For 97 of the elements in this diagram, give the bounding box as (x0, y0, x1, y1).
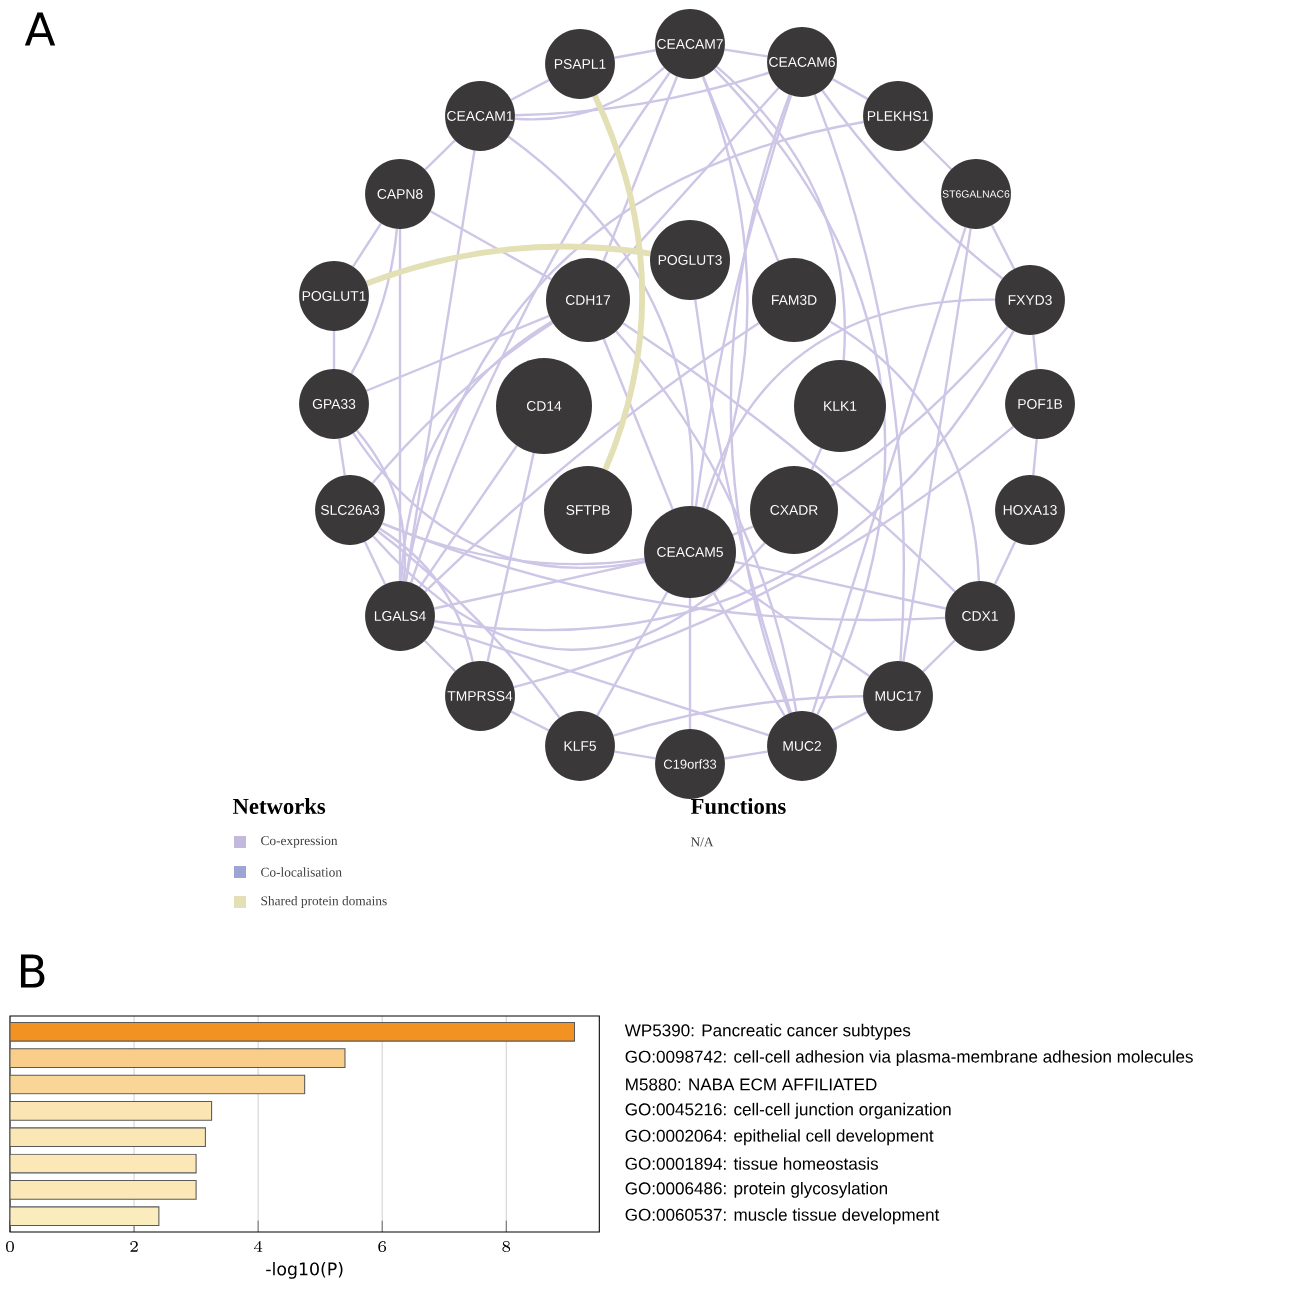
network-edge (352, 222, 382, 268)
legend-heading: Functions (690, 798, 786, 815)
network-edge (355, 429, 407, 582)
network-edge (381, 522, 645, 566)
bar (10, 1100, 213, 1121)
y-tick-label: GO:0045216: cell-cell junction organization (625, 1102, 951, 1119)
x-tick-label: 0 (6, 1241, 14, 1253)
network-edge (404, 120, 864, 582)
network-edge (832, 711, 868, 731)
network-edge (602, 76, 679, 262)
network-edge (622, 322, 956, 593)
network-edge (352, 432, 646, 569)
network-edge (372, 535, 766, 651)
network-edge (514, 71, 770, 117)
legend-heading: Networks (232, 798, 326, 814)
network-edge (1032, 334, 1038, 370)
network-edge (433, 560, 646, 610)
network-edge (614, 49, 656, 59)
x-tick-label: 6 (378, 1241, 387, 1253)
network-edge (332, 331, 336, 369)
network-edge (592, 94, 645, 471)
network-edge (702, 75, 780, 262)
network-edge (734, 560, 947, 610)
network-edge (513, 425, 1015, 689)
network-edge (379, 527, 474, 663)
network-edge (614, 750, 656, 760)
y-tick-label: GO:0060537: muscle tissue development (625, 1208, 940, 1225)
network-edge (830, 326, 1009, 487)
network-edge (615, 87, 780, 270)
network-edge (701, 76, 749, 510)
network-edge (510, 79, 550, 101)
network-edge (507, 135, 694, 507)
network-edge (1032, 438, 1038, 476)
network-edge (409, 71, 671, 584)
network-edge (810, 447, 823, 471)
network-edge (381, 522, 946, 621)
network-edge (377, 530, 561, 719)
network-edge (602, 338, 674, 510)
x-tick-label: 4 (254, 1240, 263, 1252)
network-edge (711, 591, 786, 717)
network-edge (921, 139, 953, 171)
network-edge (400, 320, 553, 582)
network-edge (371, 321, 554, 484)
network-edge (486, 452, 535, 663)
network-edge (990, 224, 1016, 270)
bar-chart: 0 2 4 6 8 WP5390: Pancreatic cancer subtypes GO:0098742: cell-cell adhesion via plasma-membrane adhesion molecules M5880: NABA ECM AFFILIATED GO:0045216: cell-cell junction organization GO:0002064: epithelial cell development GO:0001894: tissue homeostasis GO:0006486: protein glycosylation GO:0060537: muscle tissue development -log10(P) (6, 1015, 1193, 1279)
network-edge (613, 695, 864, 737)
network-edge (724, 750, 768, 760)
network-edge (418, 444, 518, 588)
network-edge (510, 710, 550, 732)
network-edge (902, 228, 972, 662)
network-edge (429, 210, 552, 281)
network-edge (727, 577, 870, 678)
network-edge (398, 229, 402, 581)
network-edge (424, 322, 760, 593)
x-tick-label: 2 (130, 1241, 138, 1252)
network-edge (596, 591, 669, 717)
bar (10, 1127, 206, 1148)
x-tick-label: 8 (502, 1241, 511, 1253)
network-edge (811, 227, 967, 713)
network-edge (338, 438, 346, 476)
panel-letter: A (24, 12, 56, 46)
network-edge (365, 243, 651, 287)
network-edge (615, 330, 798, 712)
y-tick-label: GO:0098742: cell-cell adhesion via plasma-membrane adhesion molecules (625, 1050, 1193, 1067)
y-tick-label: GO:0001894: tissue homeostasis (625, 1157, 879, 1170)
network-edge (729, 94, 791, 714)
bar (10, 1153, 197, 1174)
network-edge (694, 299, 793, 714)
network-edge (715, 65, 847, 361)
y-tick-label: GO:0002064: epithelial cell development (625, 1129, 934, 1146)
network-edge (922, 639, 956, 673)
y-tick-label: M5880: NABA ECM AFFILIATED (626, 1078, 877, 1091)
network-edge (432, 625, 770, 737)
network-edge (694, 94, 793, 507)
network-edge (424, 139, 456, 171)
network-edge (688, 598, 692, 729)
network-edge (365, 314, 550, 392)
network-edge (713, 68, 886, 716)
network-edge (821, 89, 1004, 280)
network-edge (404, 150, 476, 582)
panel-letter: B (20, 954, 45, 988)
y-tick-label: WP5390: Pancreatic cancer subtypes (624, 1023, 911, 1040)
network-edge (993, 541, 1017, 585)
network-edge (350, 228, 399, 375)
network-edge (363, 541, 387, 585)
network-edge (829, 320, 981, 582)
x-axis-title: -log10(P) (266, 1262, 343, 1279)
network-edge (423, 639, 457, 673)
network-edge (831, 78, 869, 100)
network-edge (732, 525, 754, 536)
network-edge (514, 66, 665, 121)
y-tick-label: GO:0006486: protein glycosylation (625, 1181, 887, 1198)
network-edge (434, 330, 1015, 632)
network-edge (724, 48, 768, 58)
network-edge (701, 298, 996, 509)
network-edge (813, 94, 906, 662)
